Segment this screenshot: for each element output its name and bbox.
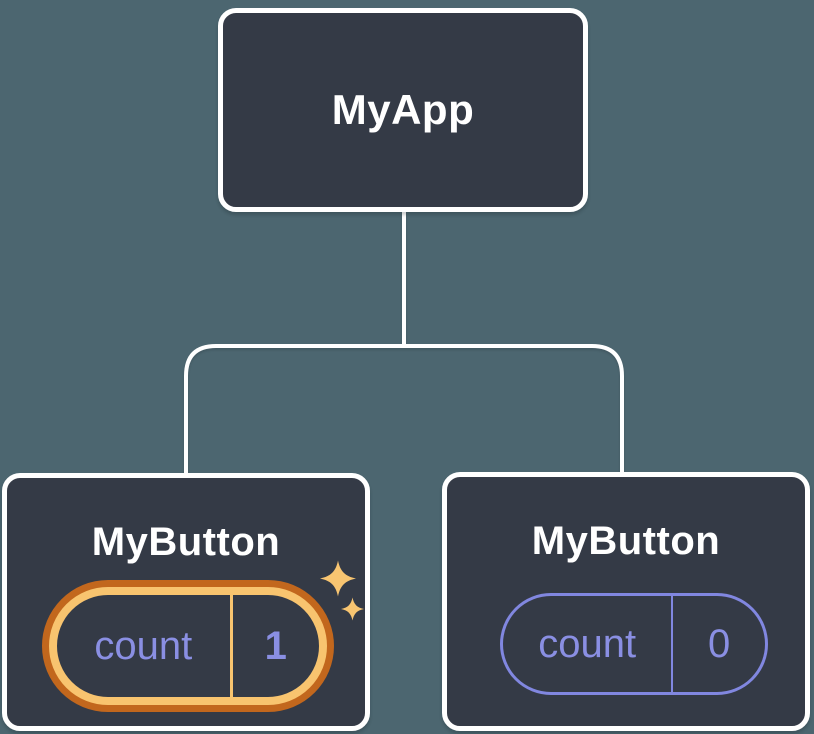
tree-node-mybutton-1: MyButton count 1 [2,473,370,731]
sparkle-icon [320,560,356,597]
state-value: 0 [708,621,731,666]
root-node-label: MyApp [331,86,475,133]
child-node-label: MyButton [531,519,721,563]
state-pill-highlighted: count 1 [49,587,327,705]
child-node-label: MyButton [91,520,281,564]
sparkle-icon [341,597,364,621]
tree-node-mybutton-2: MyButton count 0 [442,472,810,731]
connector-branch [184,344,624,474]
state-key-label: count [503,596,674,692]
state-value: 1 [264,623,287,668]
tree-node-root: MyApp [218,8,588,212]
state-key-label: count [57,595,233,697]
state-pill: count 0 [500,593,768,695]
